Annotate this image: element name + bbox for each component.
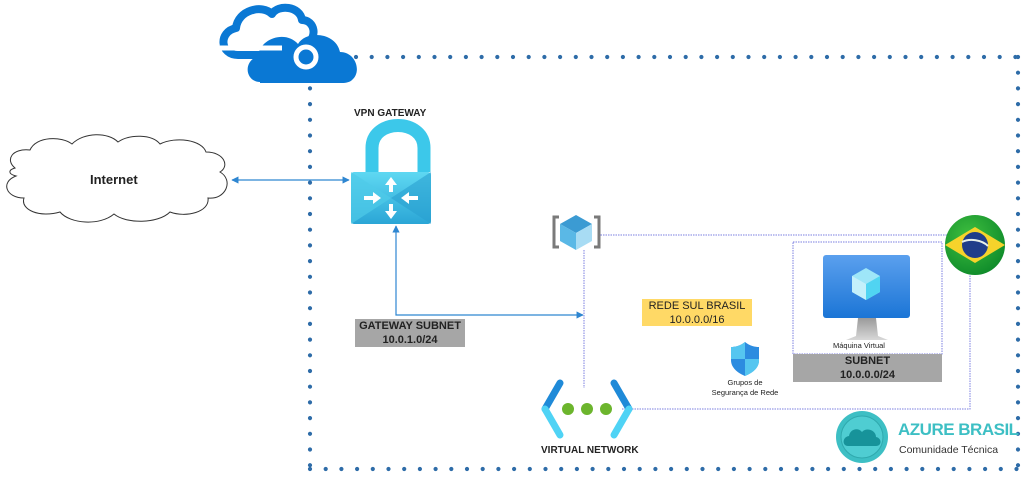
vm-label: Máquina Virtual	[833, 341, 885, 350]
vnet-region-label: REDE SUL BRASIL 10.0.0.0/16	[642, 299, 752, 326]
vnet-region-cidr: 10.0.0.0/16	[669, 314, 725, 326]
nsg-label-line1: Grupos de	[727, 378, 763, 387]
azure-brasil-subtitle: Comunidade Técnica	[899, 444, 999, 456]
vnet-boundary	[598, 234, 971, 410]
azure-brasil-logo-icon	[836, 411, 888, 463]
azure-brasil-title: AZURE BRASIL	[898, 420, 1019, 439]
internet-label: Internet	[90, 172, 138, 187]
azure-cloud-icon	[219, 3, 357, 83]
subnet-label: SUBNET 10.0.0.0/24	[793, 354, 942, 382]
brazil-flag-icon	[945, 215, 1005, 275]
gateway-vnet-connector	[392, 225, 584, 319]
nsg-label-line2: Segurança de Rede	[711, 388, 779, 397]
subnet-cidr: 10.0.0.0/24	[839, 369, 896, 381]
virtual-network-label: VIRTUAL NETWORK	[541, 445, 639, 456]
virtual-machine-icon	[823, 255, 910, 340]
nsg-shield-icon	[731, 342, 759, 376]
nsg-label: Grupos de Segurança de Rede	[700, 378, 790, 398]
vpn-gateway-label: VPN GATEWAY	[354, 108, 427, 119]
azure-boundary	[307, 54, 1021, 472]
vpn-gateway-icon	[351, 119, 431, 224]
internet-cloud-shape	[6, 134, 228, 223]
gateway-subnet-cidr: 10.0.1.0/24	[382, 334, 438, 346]
vnet-region-title: REDE SUL BRASIL	[648, 300, 746, 312]
gateway-subnet-label: GATEWAY SUBNET 10.0.1.0/24	[355, 319, 465, 347]
virtual-network-icon	[541, 379, 633, 439]
subnet-title: SUBNET	[844, 355, 891, 367]
gateway-subnet-title: GATEWAY SUBNET	[359, 320, 461, 332]
resource-group-icon	[552, 215, 601, 250]
